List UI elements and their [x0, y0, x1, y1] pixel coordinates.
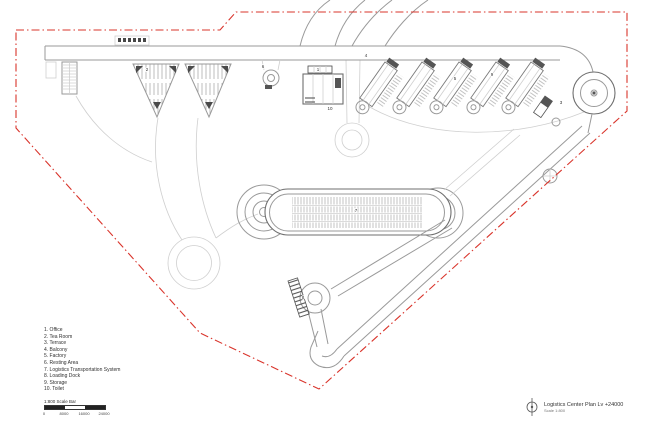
- main-road: [44, 0, 560, 61]
- plan-number-label: 6: [262, 64, 265, 69]
- circular-ramp: [261, 59, 281, 89]
- scale-bar-segment: [65, 406, 85, 409]
- loading-ramp: [287, 277, 310, 318]
- legend-item: 3. Terrace: [44, 340, 67, 347]
- scale-tick: 24000: [98, 410, 110, 416]
- warehouse-unit: [355, 57, 404, 115]
- plan-number-label: 3: [560, 100, 563, 105]
- scale-tick: 16000: [78, 410, 90, 416]
- legend-item: 2. Tea Room: [44, 333, 73, 340]
- plan-number-label: 2: [146, 67, 149, 72]
- title-block: Logistics Center Plan Lv +24000 Scale 1:…: [524, 398, 623, 416]
- warehouse-unit: [466, 57, 515, 115]
- plan-number-label: 8: [302, 295, 305, 300]
- north-marker-icon: [526, 398, 538, 416]
- parking-lot-a: [132, 63, 180, 119]
- scale-bar-segment: [45, 406, 65, 409]
- scale-bar-ticks: 0 8000 16000 24000: [42, 410, 116, 417]
- dock-structure: [532, 95, 553, 119]
- legend: 1. Office 2. Tea Room 3. Terrace 4. Balc…: [44, 327, 120, 393]
- legend-item: 7. Logistics Transportation System: [44, 366, 121, 373]
- legend-item: 9. Storage: [44, 379, 68, 386]
- sheet-scale: Scale 1:800: [544, 407, 566, 413]
- transport-loop: [236, 128, 521, 240]
- scale-bar-graphic: [44, 405, 106, 410]
- scale-bar: 1:800 Scale Bar 0 8000 16000 24000: [42, 399, 116, 417]
- office-building: [302, 65, 344, 105]
- warehouse-unit: [501, 57, 550, 115]
- plan-number-label: 1: [317, 67, 320, 72]
- legend-item: 6. Resting Area: [44, 359, 79, 366]
- parking-lot-b: [184, 63, 232, 119]
- plan-number-label: 9: [491, 72, 494, 77]
- roundabout: [559, 45, 616, 134]
- plan-number-label: 5: [454, 76, 457, 81]
- sheet-title: Logistics Center Plan Lv +24000: [544, 401, 624, 408]
- scale-bar-label: 1:800 Scale Bar: [44, 399, 77, 404]
- warehouse-unit: [392, 57, 441, 115]
- legend-item: 4. Balcony: [44, 346, 68, 353]
- plan-number-labels: 1 2 3 4 5 6 7 8 9 10: [145, 52, 563, 300]
- stairs: [45, 61, 78, 95]
- perimeter-road: [309, 125, 591, 369]
- plan-number-label: 7: [355, 208, 358, 213]
- legend-item: 1. Office: [44, 327, 63, 333]
- legend-item: 5. Factory: [44, 353, 67, 360]
- bus-bay-markings: [114, 35, 150, 46]
- warehouse-row: [355, 57, 561, 127]
- boundary-line: [15, 11, 628, 390]
- plan-number-label: 10: [327, 106, 333, 111]
- scale-tick: 8000: [59, 410, 69, 416]
- legend-item: 10. Toilet: [44, 386, 64, 393]
- warehouse-unit: [429, 57, 478, 115]
- scale-tick: 0: [42, 410, 46, 416]
- loading-area: [287, 219, 453, 348]
- legend-item: 8. Loading Dock: [44, 373, 81, 380]
- plan-number-label: 4: [365, 53, 368, 58]
- scale-bar-segment: [85, 406, 105, 409]
